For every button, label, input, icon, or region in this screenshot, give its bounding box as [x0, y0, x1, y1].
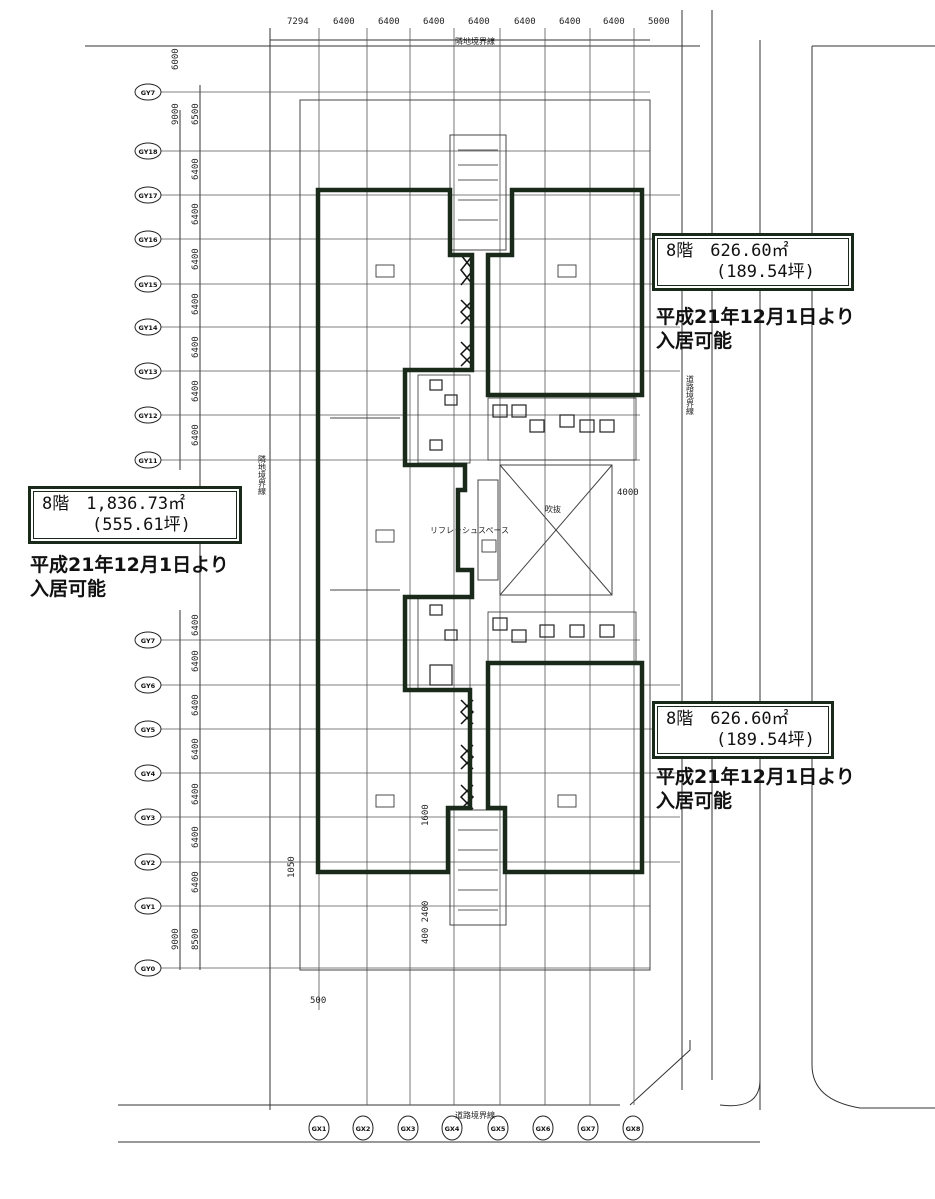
svg-text:6400: 6400 — [191, 650, 201, 672]
svg-text:リフレッシュスペース: リフレッシュスペース — [430, 526, 509, 535]
svg-text:5000: 5000 — [648, 17, 670, 27]
svg-text:GY0: GY0 — [141, 965, 156, 973]
left-dimensions-lower: 6400 6400 6400 6400 6400 6400 6400 9000 … — [171, 614, 201, 950]
svg-text:9000: 9000 — [171, 928, 181, 950]
svg-text:6400: 6400 — [468, 17, 490, 27]
svg-text:道路境界線: 道路境界線 — [455, 1110, 495, 1120]
svg-text:6400: 6400 — [423, 17, 445, 27]
leasable-area-outlines — [315, 187, 645, 875]
svg-text:6400: 6400 — [559, 17, 581, 27]
svg-text:GY17: GY17 — [139, 192, 158, 200]
grid-bubbles-bottom — [308, 1115, 644, 1141]
svg-text:6400: 6400 — [191, 293, 201, 315]
grid-bubble-labels-upper: GY7 GY18 GY17 GY16 GY15 GY14 GY13 GY12 G… — [139, 89, 158, 465]
tsubo-lower-right: (189.54坪) — [716, 730, 815, 750]
svg-text:GY12: GY12 — [139, 412, 158, 420]
svg-text:6500: 6500 — [191, 103, 201, 125]
availability-note-lower-right: 平成21年12月1日より 入居可能 — [656, 766, 855, 812]
svg-text:GY16: GY16 — [139, 236, 158, 244]
svg-text:GY1: GY1 — [141, 903, 156, 911]
svg-text:隣地境界線: 隣地境界線 — [258, 454, 267, 495]
svg-text:GX1: GX1 — [312, 1125, 327, 1133]
svg-text:6400: 6400 — [514, 17, 536, 27]
svg-text:6400: 6400 — [191, 203, 201, 225]
svg-text:GY5: GY5 — [141, 726, 156, 734]
svg-text:500: 500 — [310, 996, 326, 1006]
grid-bubble-labels-bottom: GX1 GX2 GX3 GX4 GX5 GX6 GX7 GX8 — [312, 1125, 641, 1133]
unit-info-lower-right: 8階 626.60㎡ (189.54坪) — [652, 701, 834, 759]
svg-text:吹抜: 吹抜 — [545, 504, 561, 514]
svg-text:GY7: GY7 — [141, 89, 155, 97]
svg-text:6400: 6400 — [191, 248, 201, 270]
unit-info-upper-right: 8階 626.60㎡ (189.54坪) — [652, 233, 854, 291]
svg-text:6400: 6400 — [191, 380, 201, 402]
svg-text:GY15: GY15 — [139, 281, 158, 289]
left-dimensions-upper: 6000 9000 6500 6400 6400 6400 6400 6400 … — [171, 48, 201, 446]
grid-bubble-labels-lower: GY7 GY6 GY5 GY4 GY3 GY2 GY1 GY0 — [141, 637, 156, 973]
svg-text:7294: 7294 — [287, 17, 309, 27]
grid-bubbles-lower — [134, 631, 162, 977]
svg-text:6400: 6400 — [603, 17, 625, 27]
floor-area-left: 8階 1,836.73㎡ — [42, 494, 186, 514]
svg-text:6400: 6400 — [191, 614, 201, 636]
misc-labels: 道路境界線 道路境界線 隣地境界線 吹抜 リフレッシュスペース 4000 160… — [258, 374, 695, 1120]
floor-area-upper-right: 8階 626.60㎡ — [666, 241, 789, 261]
svg-text:GX6: GX6 — [536, 1125, 551, 1133]
svg-text:8500: 8500 — [191, 928, 201, 950]
svg-text:GY13: GY13 — [139, 368, 158, 376]
svg-text:6400: 6400 — [191, 694, 201, 716]
svg-text:GX3: GX3 — [401, 1125, 416, 1133]
svg-text:1600: 1600 — [421, 804, 431, 826]
svg-text:6000: 6000 — [171, 48, 181, 70]
svg-text:6400: 6400 — [191, 826, 201, 848]
availability-note-left: 平成21年12月1日より 入居可能 — [30, 554, 229, 600]
svg-text:GX5: GX5 — [491, 1125, 506, 1133]
svg-text:GX8: GX8 — [626, 1125, 641, 1133]
svg-text:400 2400: 400 2400 — [421, 901, 431, 944]
svg-text:GX4: GX4 — [445, 1125, 460, 1133]
svg-text:GY2: GY2 — [141, 859, 155, 867]
top-dimensions: 7294 6400 6400 6400 6400 6400 6400 6400 … — [287, 17, 670, 46]
unit-info-left: 8階 1,836.73㎡ (555.61坪) — [28, 486, 242, 544]
svg-text:隣地境界線: 隣地境界線 — [455, 36, 495, 46]
svg-text:GY6: GY6 — [141, 682, 156, 690]
grid-bubbles-upper — [134, 83, 162, 469]
svg-text:6400: 6400 — [191, 738, 201, 760]
availability-note-upper-right: 平成21年12月1日より 入居可能 — [656, 306, 855, 352]
svg-text:9000: 9000 — [171, 103, 181, 125]
svg-text:1050: 1050 — [287, 856, 297, 878]
svg-text:6400: 6400 — [191, 158, 201, 180]
svg-text:GY11: GY11 — [139, 457, 158, 465]
svg-text:6400: 6400 — [191, 336, 201, 358]
svg-text:4000: 4000 — [617, 488, 639, 498]
svg-text:6400: 6400 — [191, 871, 201, 893]
svg-text:GX2: GX2 — [356, 1125, 371, 1133]
svg-text:6400: 6400 — [191, 783, 201, 805]
svg-text:道路境界線: 道路境界線 — [686, 374, 695, 415]
svg-text:GX7: GX7 — [581, 1125, 596, 1133]
svg-text:GY18: GY18 — [139, 148, 158, 156]
svg-text:GY14: GY14 — [139, 324, 158, 332]
svg-text:GY7: GY7 — [141, 637, 155, 645]
tsubo-upper-right: (189.54坪) — [716, 262, 815, 282]
svg-text:GY3: GY3 — [141, 814, 155, 822]
building-outline — [299, 99, 651, 971]
svg-text:6400: 6400 — [378, 17, 400, 27]
grid-lines-y — [160, 91, 680, 969]
tsubo-left: (555.61坪) — [92, 515, 191, 535]
core-areas — [375, 149, 637, 911]
svg-text:GY4: GY4 — [141, 770, 156, 778]
floor-area-lower-right: 8階 626.60㎡ — [666, 709, 789, 729]
svg-text:6400: 6400 — [333, 17, 355, 27]
svg-text:6400: 6400 — [191, 424, 201, 446]
